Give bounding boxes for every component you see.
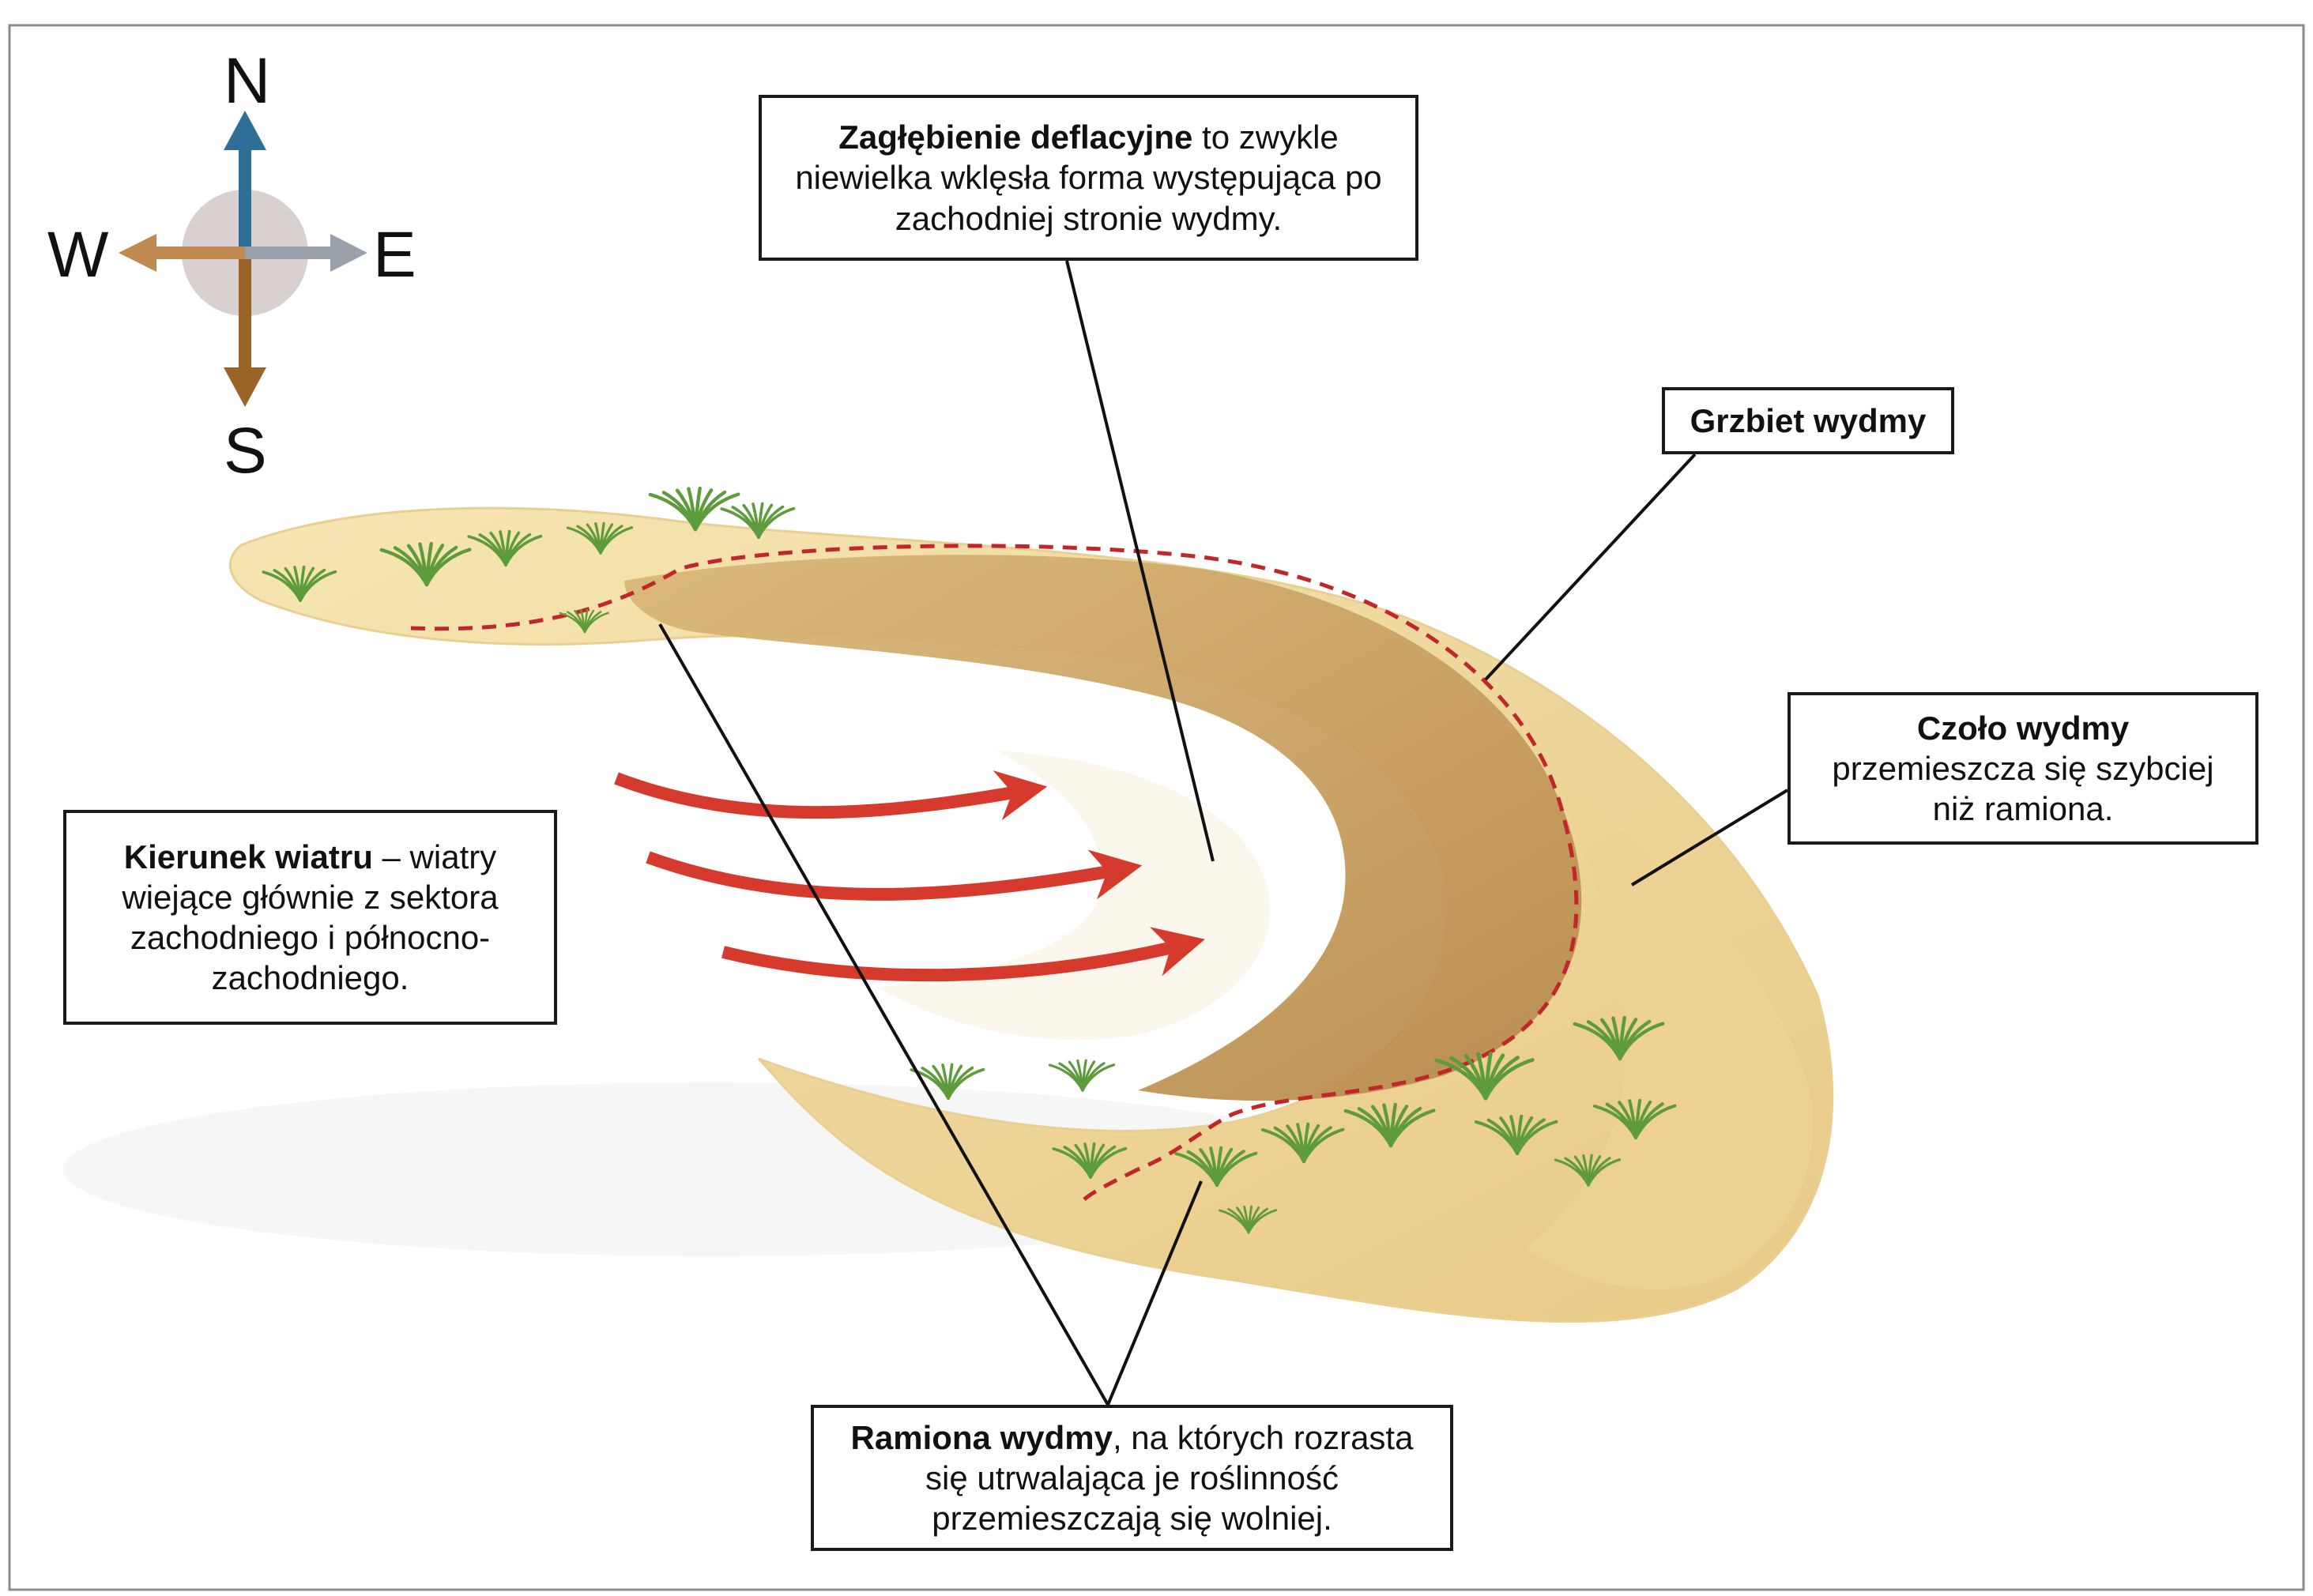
compass-south-label: S xyxy=(224,419,267,484)
leader-grzbiet xyxy=(1486,454,1695,679)
callout-ramiona: Ramiona wydmy, na których rozrasta się u… xyxy=(811,1405,1453,1551)
callout-czolo: Czoło wydmy przemieszcza się szybciej ni… xyxy=(1787,692,2258,845)
east-arrowhead xyxy=(330,234,367,272)
west-arrowhead xyxy=(119,234,156,272)
callout-zaglebienie: Zagłębienie deflacyjne to zwykle niewiel… xyxy=(759,95,1418,261)
compass-north-label: N xyxy=(224,49,270,114)
callout-zaglebienie-title: Zagłębienie deflacyjne xyxy=(838,119,1192,156)
callout-czolo-text: przemieszcza się szybciej niż ramiona. xyxy=(1832,750,2213,827)
compass-west-label: W xyxy=(47,223,108,288)
callout-grzbiet: Grzbiet wydmy xyxy=(1662,387,1954,454)
callout-ramiona-title: Ramiona wydmy xyxy=(851,1419,1113,1456)
callout-czolo-title: Czoło wydmy xyxy=(1917,710,2129,747)
wind-arrow-2 xyxy=(648,857,1122,894)
compass-east-label: E xyxy=(373,223,416,288)
callout-grzbiet-title: Grzbiet wydmy xyxy=(1690,402,1927,439)
wind-arrow-1 xyxy=(616,778,1027,812)
grass-tuft xyxy=(1049,1060,1113,1090)
south-arrowhead xyxy=(224,367,266,407)
callout-kierunek-wiatru: Kierunek wiatru – wiatry wiejące głównie… xyxy=(63,810,557,1025)
compass xyxy=(119,111,367,407)
callout-kierunek-title: Kierunek wiatru xyxy=(124,838,373,875)
